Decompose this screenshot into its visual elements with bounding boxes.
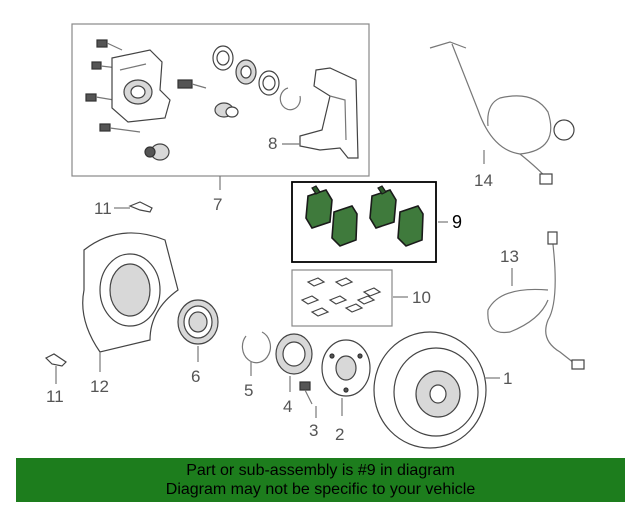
wheel-bearing-icon[interactable] [177,299,219,345]
caliper-bolt-icon [85,39,141,133]
callout-4: 4 [283,397,292,416]
brake-rotor-icon[interactable] [373,331,487,449]
caliper-body-icon [111,49,171,123]
pad-clip-set-group[interactable] [291,269,393,327]
callout-1: 1 [503,369,512,388]
dust-shield-icon[interactable] [82,232,179,353]
callout-11-bottom: 11 [46,387,64,406]
piston-boot-icon [212,45,301,111]
piston-seal-icon [144,79,239,161]
callout-8: 8 [268,134,277,153]
footer-banner: Part or sub-assembly is #9 in diagram Di… [16,458,625,502]
callout-11-top: 11 [94,199,112,218]
caliper-bracket-icon [299,67,359,159]
callout-14: 14 [474,171,493,190]
brake-pad-icon [305,185,424,247]
snap-ring-icon[interactable] [241,331,272,364]
callout-10: 10 [412,288,431,307]
callout-13: 13 [500,247,519,266]
callout-5: 5 [244,381,253,400]
hub-bearing-icon[interactable] [275,333,313,375]
callout-6: 6 [191,367,200,386]
footer-line-2: Diagram may not be specific to your vehi… [165,481,476,498]
hub-bolt-icon[interactable] [299,381,313,405]
callout-7: 7 [213,195,222,214]
wheel-hub-icon[interactable] [321,339,371,397]
sensor-wire-icon[interactable] [487,231,585,370]
pad-clip-icon [300,277,382,317]
callout-3: 3 [309,421,318,440]
callout-12: 12 [90,377,109,396]
brake-pad-set-group[interactable] [291,181,437,263]
parts-diagram: 8 7 9 10 11 12 [44,23,585,449]
clip-icon-bottom[interactable] [44,353,67,367]
callout-2: 2 [335,425,344,444]
caliper-assembly-group[interactable]: 8 [71,23,370,177]
footer-line-1: Part or sub-assembly is #9 in diagram [186,462,455,479]
abs-sensor-icon[interactable] [429,41,575,185]
clip-icon[interactable] [128,201,153,213]
callout-9: 9 [452,212,462,232]
